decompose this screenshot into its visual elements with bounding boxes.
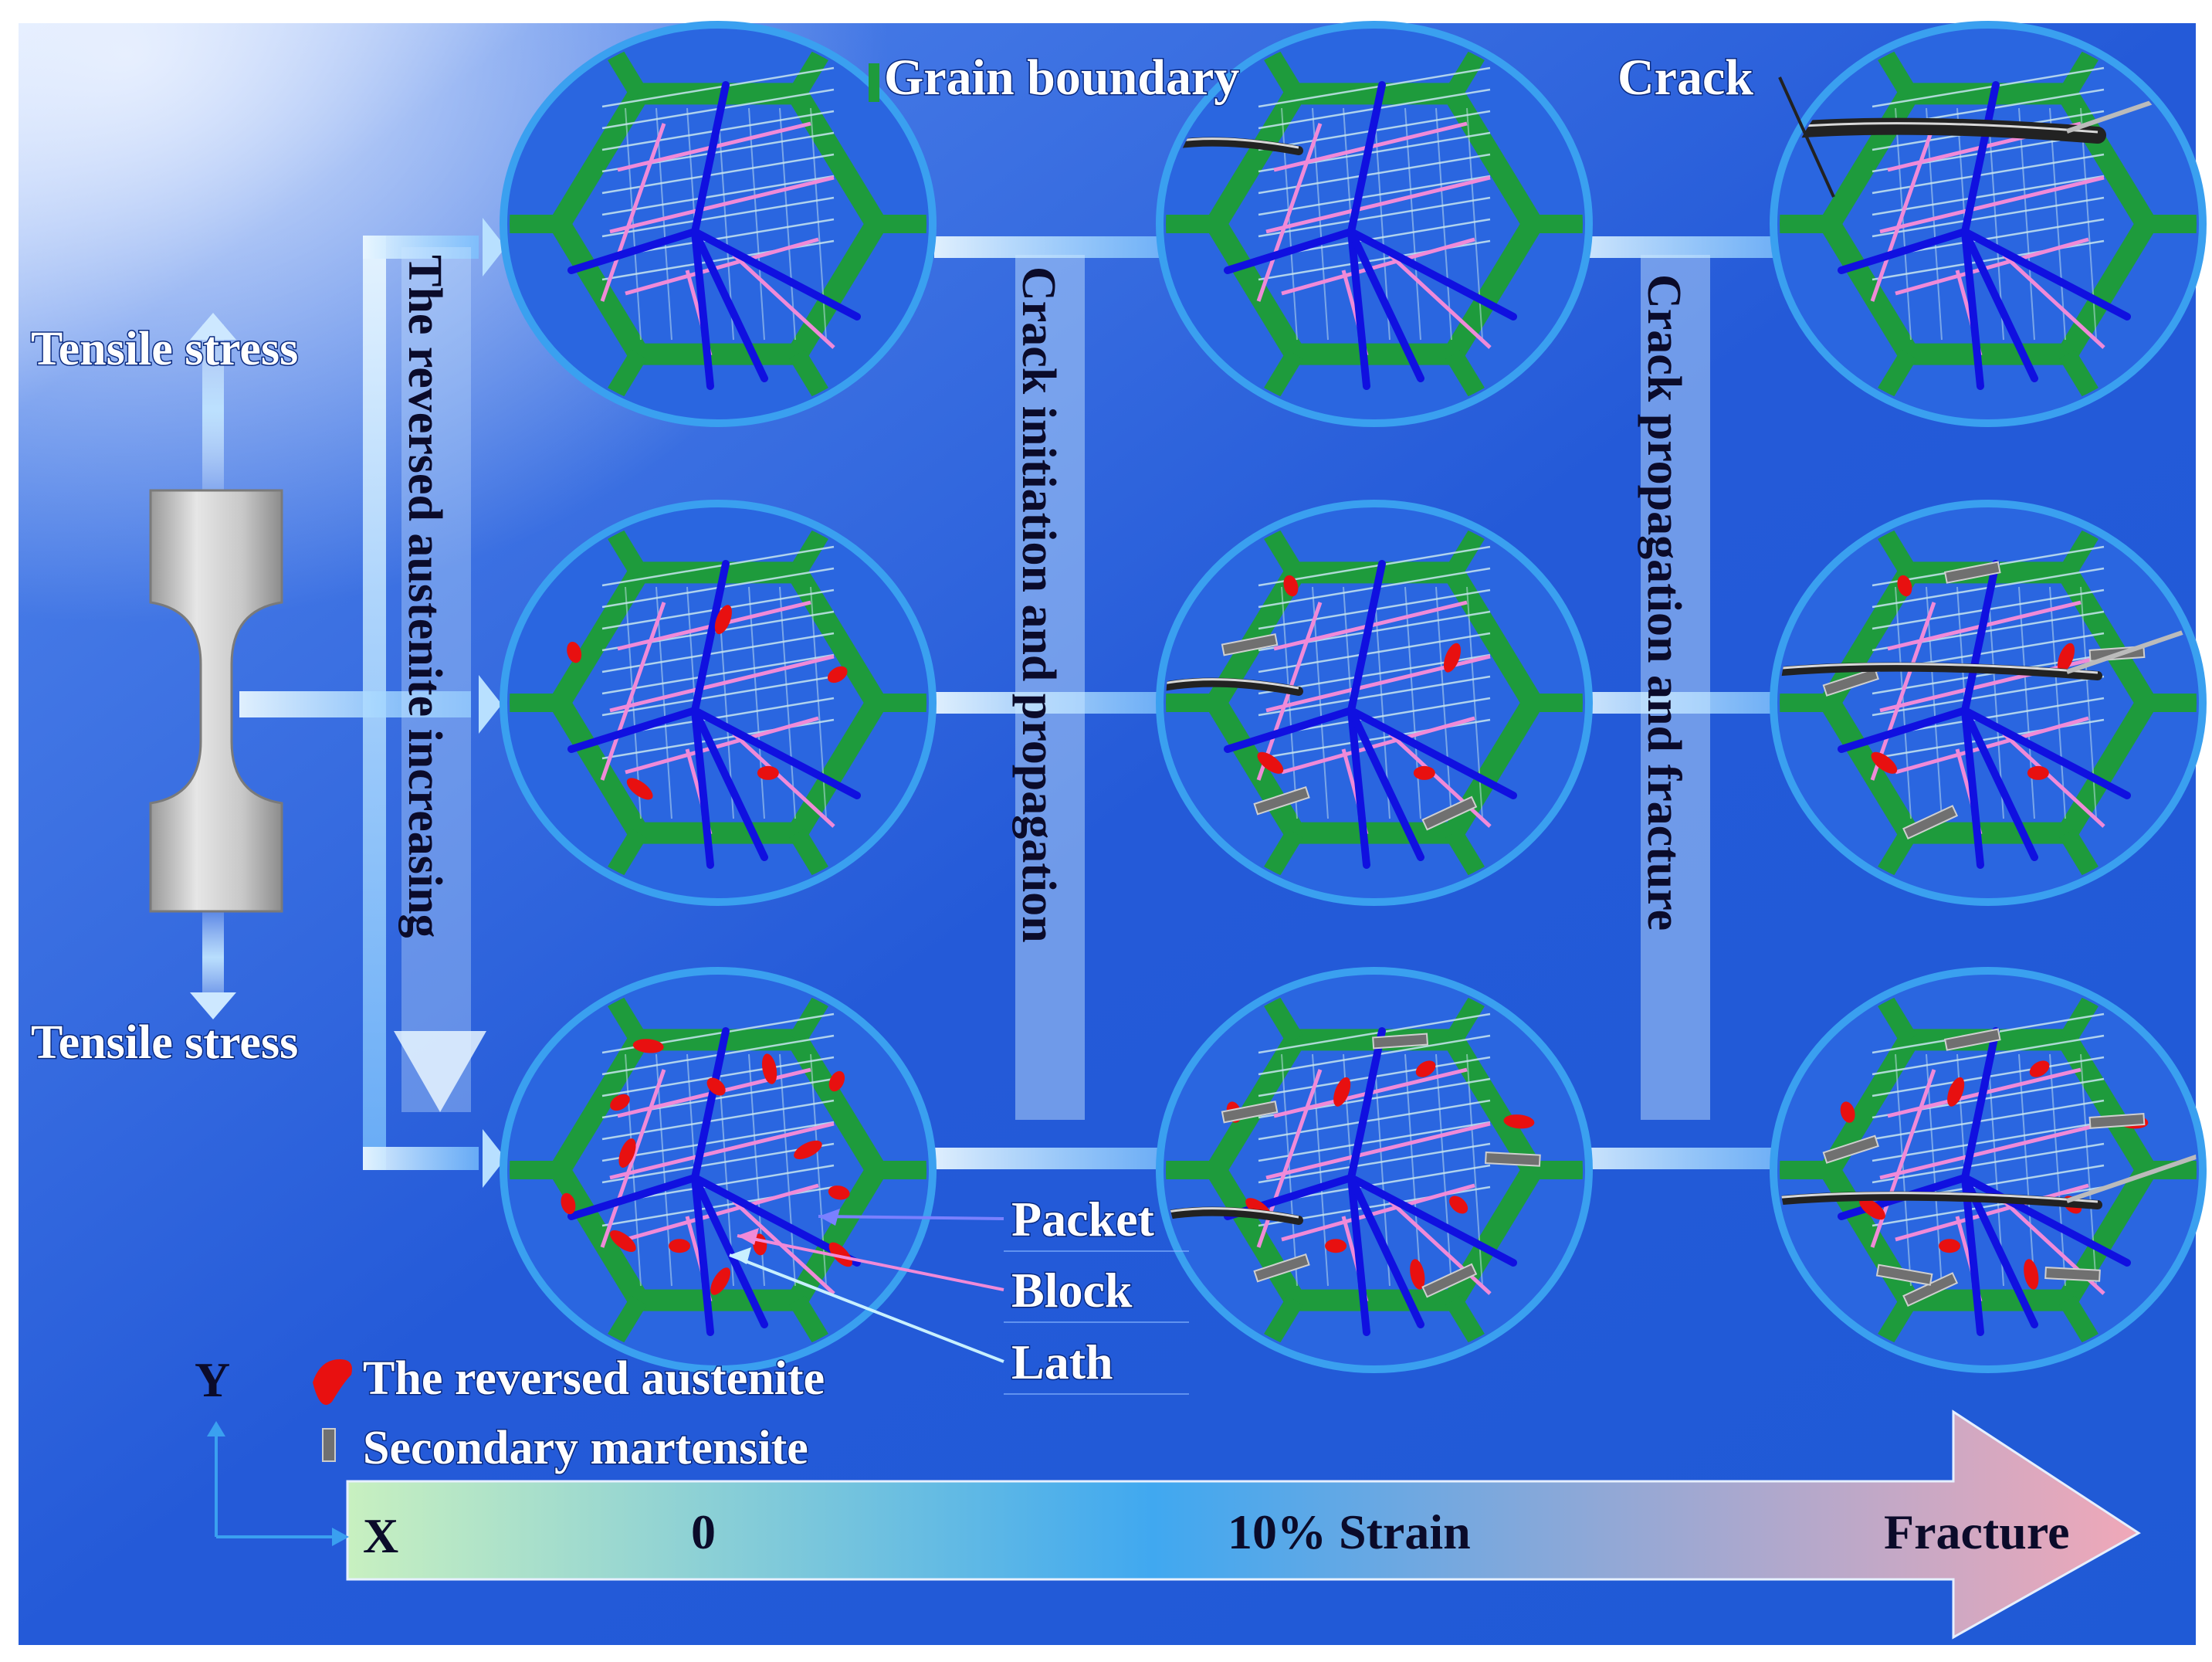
block-pointer (737, 1234, 1004, 1291)
grain-micrographs (149, 21, 2207, 1373)
red-austenite-blob-icon (313, 1359, 352, 1406)
grain-r2-c1 (500, 500, 937, 906)
crack-pointer (1778, 76, 1835, 198)
lath-label: Lath (1011, 1335, 1113, 1389)
y-axis-label: Y (195, 1352, 230, 1407)
packet-pointer (818, 1215, 1004, 1220)
packet-label: Packet (1011, 1192, 1155, 1246)
strain-start-label: 0 (691, 1504, 716, 1559)
vertical-flow-arrow (239, 218, 506, 1188)
grain-r2-c2 (1156, 500, 1593, 906)
strain-mid-label: 10% Strain (1228, 1504, 1471, 1559)
grain-boundary-swatch (869, 63, 879, 102)
x-axis-label: X (363, 1508, 398, 1563)
secondary-martensite-label: Secondary martensite (363, 1422, 808, 1474)
gray-martensite-bar-icon (322, 1428, 336, 1462)
stage3-label: Crack propagation and fracture (1638, 274, 1690, 931)
stage2-banner (1015, 255, 1085, 1120)
lath-pointer (729, 1253, 1004, 1363)
stage1-label: The reversed austenite increasing (398, 255, 451, 938)
grain-boundary-label: Grain boundary (884, 49, 1239, 106)
block-label: Block (1011, 1263, 1133, 1318)
grain-r3-c1 (500, 967, 937, 1373)
flow-arrows (239, 218, 1822, 1188)
grain-r1-c2 (1156, 21, 1593, 427)
tensile-stress-top-label: Tensile stress (31, 323, 298, 375)
crack-label: Crack (1618, 49, 1753, 106)
stage2-label: Crack initiation and propagation (1012, 266, 1065, 943)
tensile-stress-bottom-label: Tensile stress (31, 1016, 298, 1069)
stage3-banner (1641, 255, 1710, 1120)
grain-r3-c3 (1770, 967, 2207, 1373)
grain-r2-c3 (1770, 500, 2207, 906)
grain-r1-c1 (500, 21, 937, 427)
strain-end-label: Fracture (1884, 1504, 2069, 1559)
dogbone-tensile-specimen-icon (149, 313, 283, 1019)
strain-arrow (346, 1409, 2141, 1640)
reversed-austenite-label: The reversed austenite (363, 1352, 825, 1405)
grain-r3-c2 (1156, 967, 1593, 1373)
grain-r1-c3 (1770, 21, 2207, 427)
